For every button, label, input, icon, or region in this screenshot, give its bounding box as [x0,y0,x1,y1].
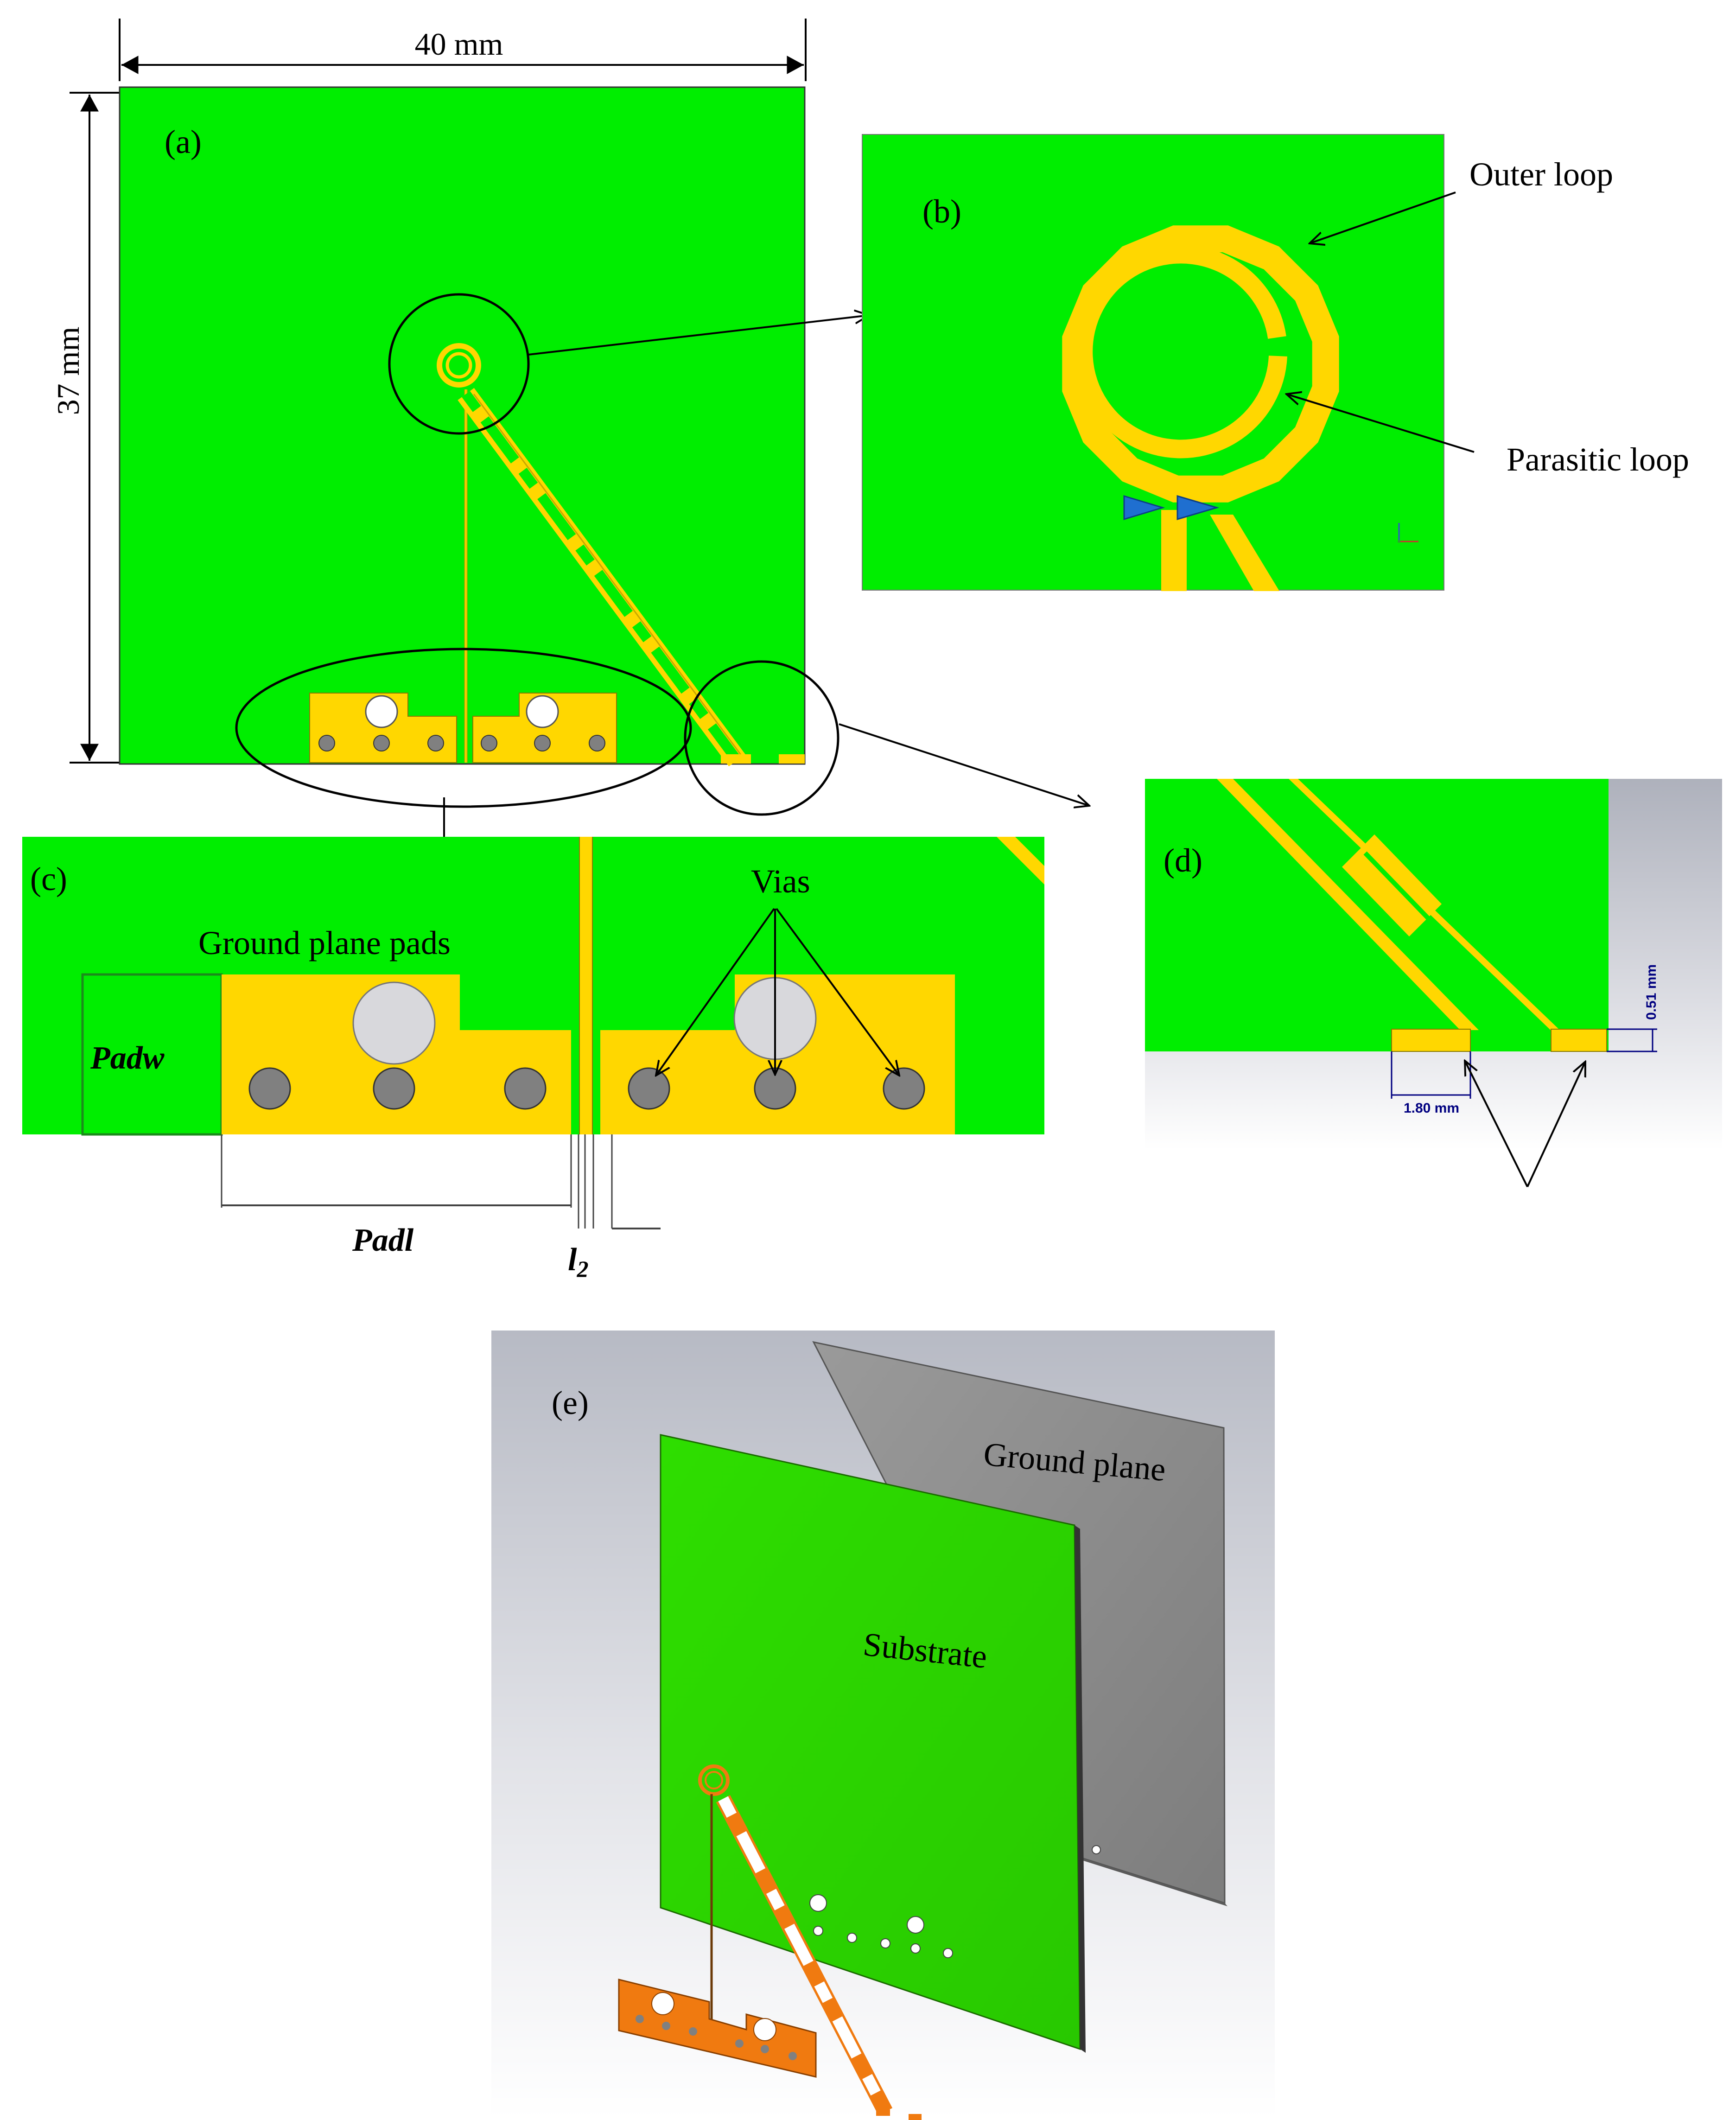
panel-c: (c) Ground plane pads Padw Vias [22,837,1044,1282]
vias-label: Vias [751,863,810,900]
outer-loop-arrow [1310,191,1456,243]
panel-b-board [862,134,1444,591]
panel-d-pad-left [1391,1029,1471,1052]
port-arrow-left [1123,495,1165,521]
panel-d-strip [1217,779,1609,1030]
loop-antenna-small [437,343,481,388]
pad-height-dim-label: 0.51 mm [1644,964,1659,1020]
ground-plane-pads-label: Ground plane pads [198,924,451,961]
gap-label: l2 [568,1242,588,1282]
panel-e-label: (e) [552,1384,589,1421]
arrow-to-panel-d [839,723,1089,806]
panel-d-pad-right [1551,1029,1607,1052]
pad-width-label: Padw [90,1040,165,1076]
zoom-ellipse-pads [235,648,692,808]
substrate-board [119,86,806,765]
ground-pads-small [309,693,617,763]
exploded-loop [698,1764,730,1796]
panel-e: (e) Ground plane Substrate [491,1331,1275,2120]
diagonal-strip [458,388,746,767]
panel-b-label: (b) [922,193,961,230]
arrow-to-panel-b [528,315,869,356]
parasitic-loop-arrow [1286,394,1475,453]
port-arrow-right [1176,495,1220,521]
panel-b: (b) Outer loop Parasitic loop [862,134,1689,591]
outer-loop-label: Outer loop [1469,156,1613,193]
panel-c-label: (c) [30,860,67,898]
panel-d-label: (d) [1164,842,1202,879]
zoom-circle-corner [684,660,839,816]
pad-length-dim-label: 1.80 mm [1404,1101,1459,1116]
parasitic-loop-label: Parasitic loop [1507,441,1689,478]
panel-d: (d) 1.80 mm 0.51 mm [1145,779,1722,1187]
height-dimension-label: 37 mm [51,327,86,415]
panel-a: 40 mm 37 mm (a) [51,19,1089,858]
panel-a-label: (a) [165,123,202,160]
width-dimension-label: 40 mm [415,26,503,62]
zoom-circle-loop [388,293,530,435]
vias [248,1067,925,1110]
pad-length-label: Padl [352,1222,414,1258]
exploded-diagonal-strip [716,1795,893,2115]
parasitic-loop [1074,245,1287,458]
axis-triad-icon [1398,523,1418,543]
